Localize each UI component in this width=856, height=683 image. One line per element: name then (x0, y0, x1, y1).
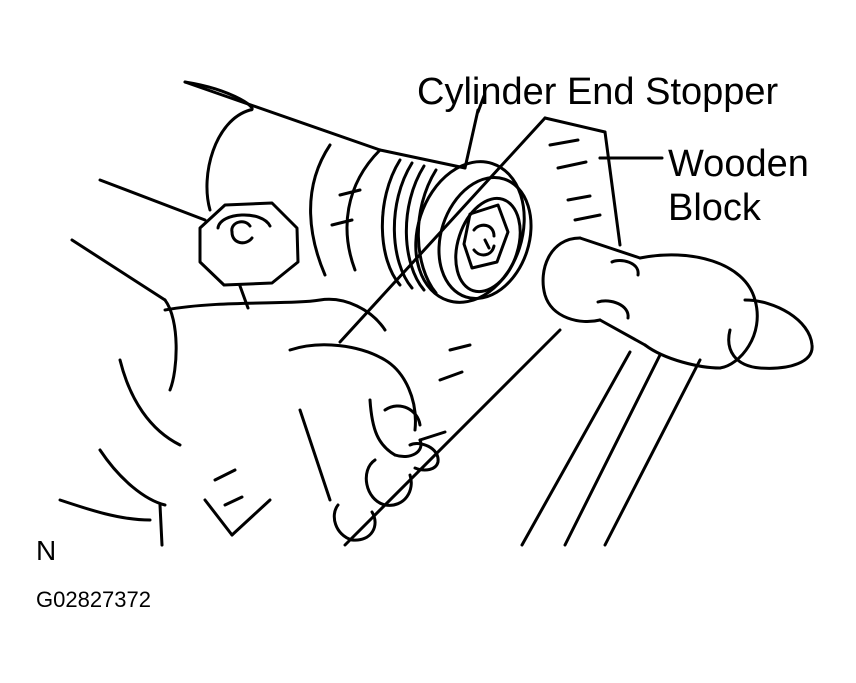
rack-housing (70, 80, 382, 547)
hand (58, 297, 440, 542)
cylinder-end-stopper (378, 108, 533, 304)
leader-line-stopper (476, 94, 486, 114)
label-wooden-block-line2: Block (668, 187, 761, 229)
hex-nut (198, 201, 300, 310)
orientation-mark: N (36, 535, 57, 566)
label-cylinder-end-stopper: Cylinder End Stopper (417, 71, 779, 113)
hammer (520, 236, 814, 547)
label-wooden-block: Wooden Block (668, 142, 809, 230)
figure-code: G02827372 (36, 587, 151, 612)
wooden-block (203, 116, 652, 547)
label-wooden-block-line1: Wooden (668, 143, 809, 185)
